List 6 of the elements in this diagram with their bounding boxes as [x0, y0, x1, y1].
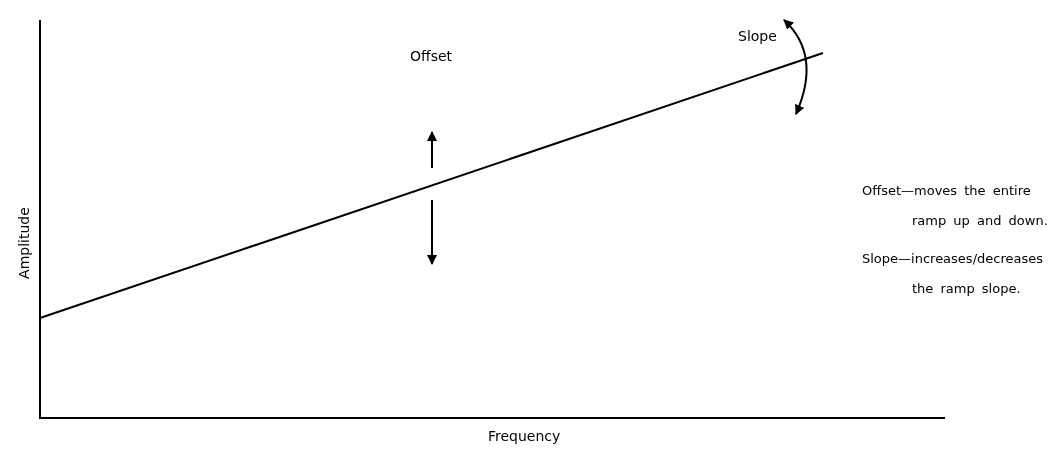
note-text: Slope—increases/decreases the ramp slope.: [862, 250, 1044, 298]
axis-title: Frequency: [488, 428, 561, 444]
axis-title: Amplitude: [15, 207, 32, 279]
slope-label: Slope: [738, 28, 777, 44]
offset-label: Offset: [410, 48, 453, 64]
note-text: Offset—moves the entire ramp up and down.: [862, 182, 1049, 230]
